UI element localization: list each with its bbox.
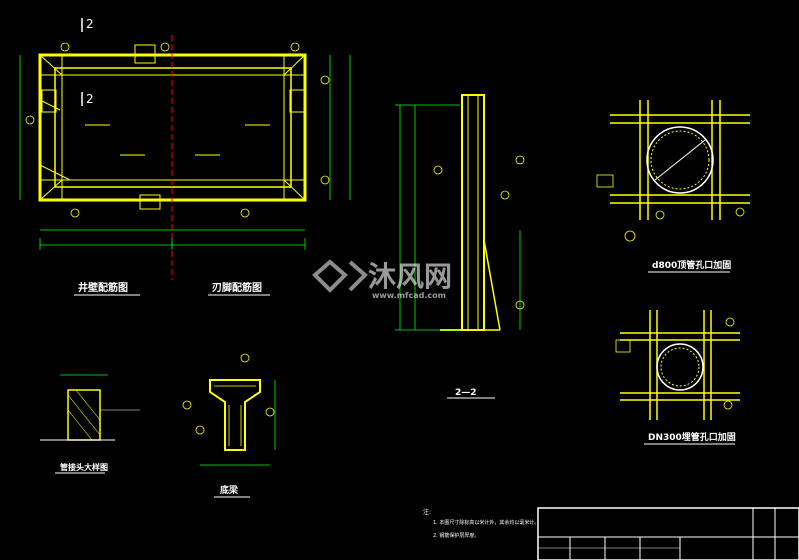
notes-line-1: 1. 本图尺寸除标高以米计外，其余均以毫米计。 bbox=[433, 519, 539, 526]
notes-block: 注: 1. 本图尺寸除标高以米计外，其余均以毫米计。 2. 钢筋保护层厚度。 bbox=[423, 508, 539, 539]
section-mark-top: 2 bbox=[86, 17, 94, 31]
plan-inner-wall bbox=[54, 67, 292, 188]
notes-heading: 注: bbox=[423, 508, 431, 516]
section-wall bbox=[461, 94, 485, 331]
title-block bbox=[537, 507, 799, 560]
watermark-url: www.mfcad.com bbox=[372, 291, 446, 300]
section-mark-middle: 2 bbox=[86, 92, 94, 106]
title-wall-rebar-plan: 井壁配筋图 bbox=[78, 281, 128, 294]
title-dn300-opening: DN300埋管孔口加固 bbox=[648, 431, 736, 443]
title-blade-rebar-plan: 刃脚配筋图 bbox=[212, 281, 262, 294]
bottom-beam-view: 底梁 bbox=[182, 353, 276, 498]
watermark-brand: 沐风网 bbox=[368, 260, 452, 293]
title-section-2-2: 2—2 bbox=[455, 388, 477, 398]
d800-opening-view: d800顶管孔口加固 bbox=[596, 100, 750, 273]
dn300-pipe-circle bbox=[656, 343, 704, 391]
title-pipe-joint-detail: 管接头大样图 bbox=[60, 462, 108, 472]
d800-pipe-circle bbox=[646, 126, 714, 194]
bottom-beam-outline bbox=[209, 379, 261, 451]
watermark: 沐风网 www.mfcad.com bbox=[312, 259, 452, 300]
notes-line-2: 2. 钢筋保护层厚度。 bbox=[433, 532, 479, 539]
title-bottom-beam: 底梁 bbox=[220, 484, 239, 496]
title-d800-opening: d800顶管孔口加固 bbox=[652, 259, 731, 271]
section-2-2-view: 2—2 bbox=[395, 94, 525, 399]
plan-view: 2 2 井壁配筋图 刃脚配筋图 bbox=[19, 17, 351, 296]
watermark-logo-icon bbox=[312, 259, 368, 293]
pipe-joint-detail-view: 管接头大样图 bbox=[40, 374, 140, 474]
dn300-opening-view: DN300埋管孔口加固 bbox=[615, 310, 740, 445]
